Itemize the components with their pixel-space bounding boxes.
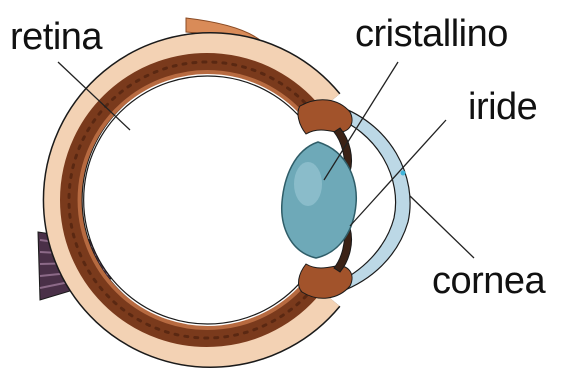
- cornea-label: cornea: [432, 262, 545, 300]
- ciliary-body-bottom: [299, 264, 353, 298]
- ciliary-body-top: [298, 100, 352, 134]
- retina-layer: [80, 72, 312, 328]
- retina-label: retina: [10, 18, 102, 56]
- iride-label: iride: [468, 88, 537, 126]
- cornea-pointer: [410, 196, 474, 258]
- cristallino-label: cristallino: [355, 15, 508, 53]
